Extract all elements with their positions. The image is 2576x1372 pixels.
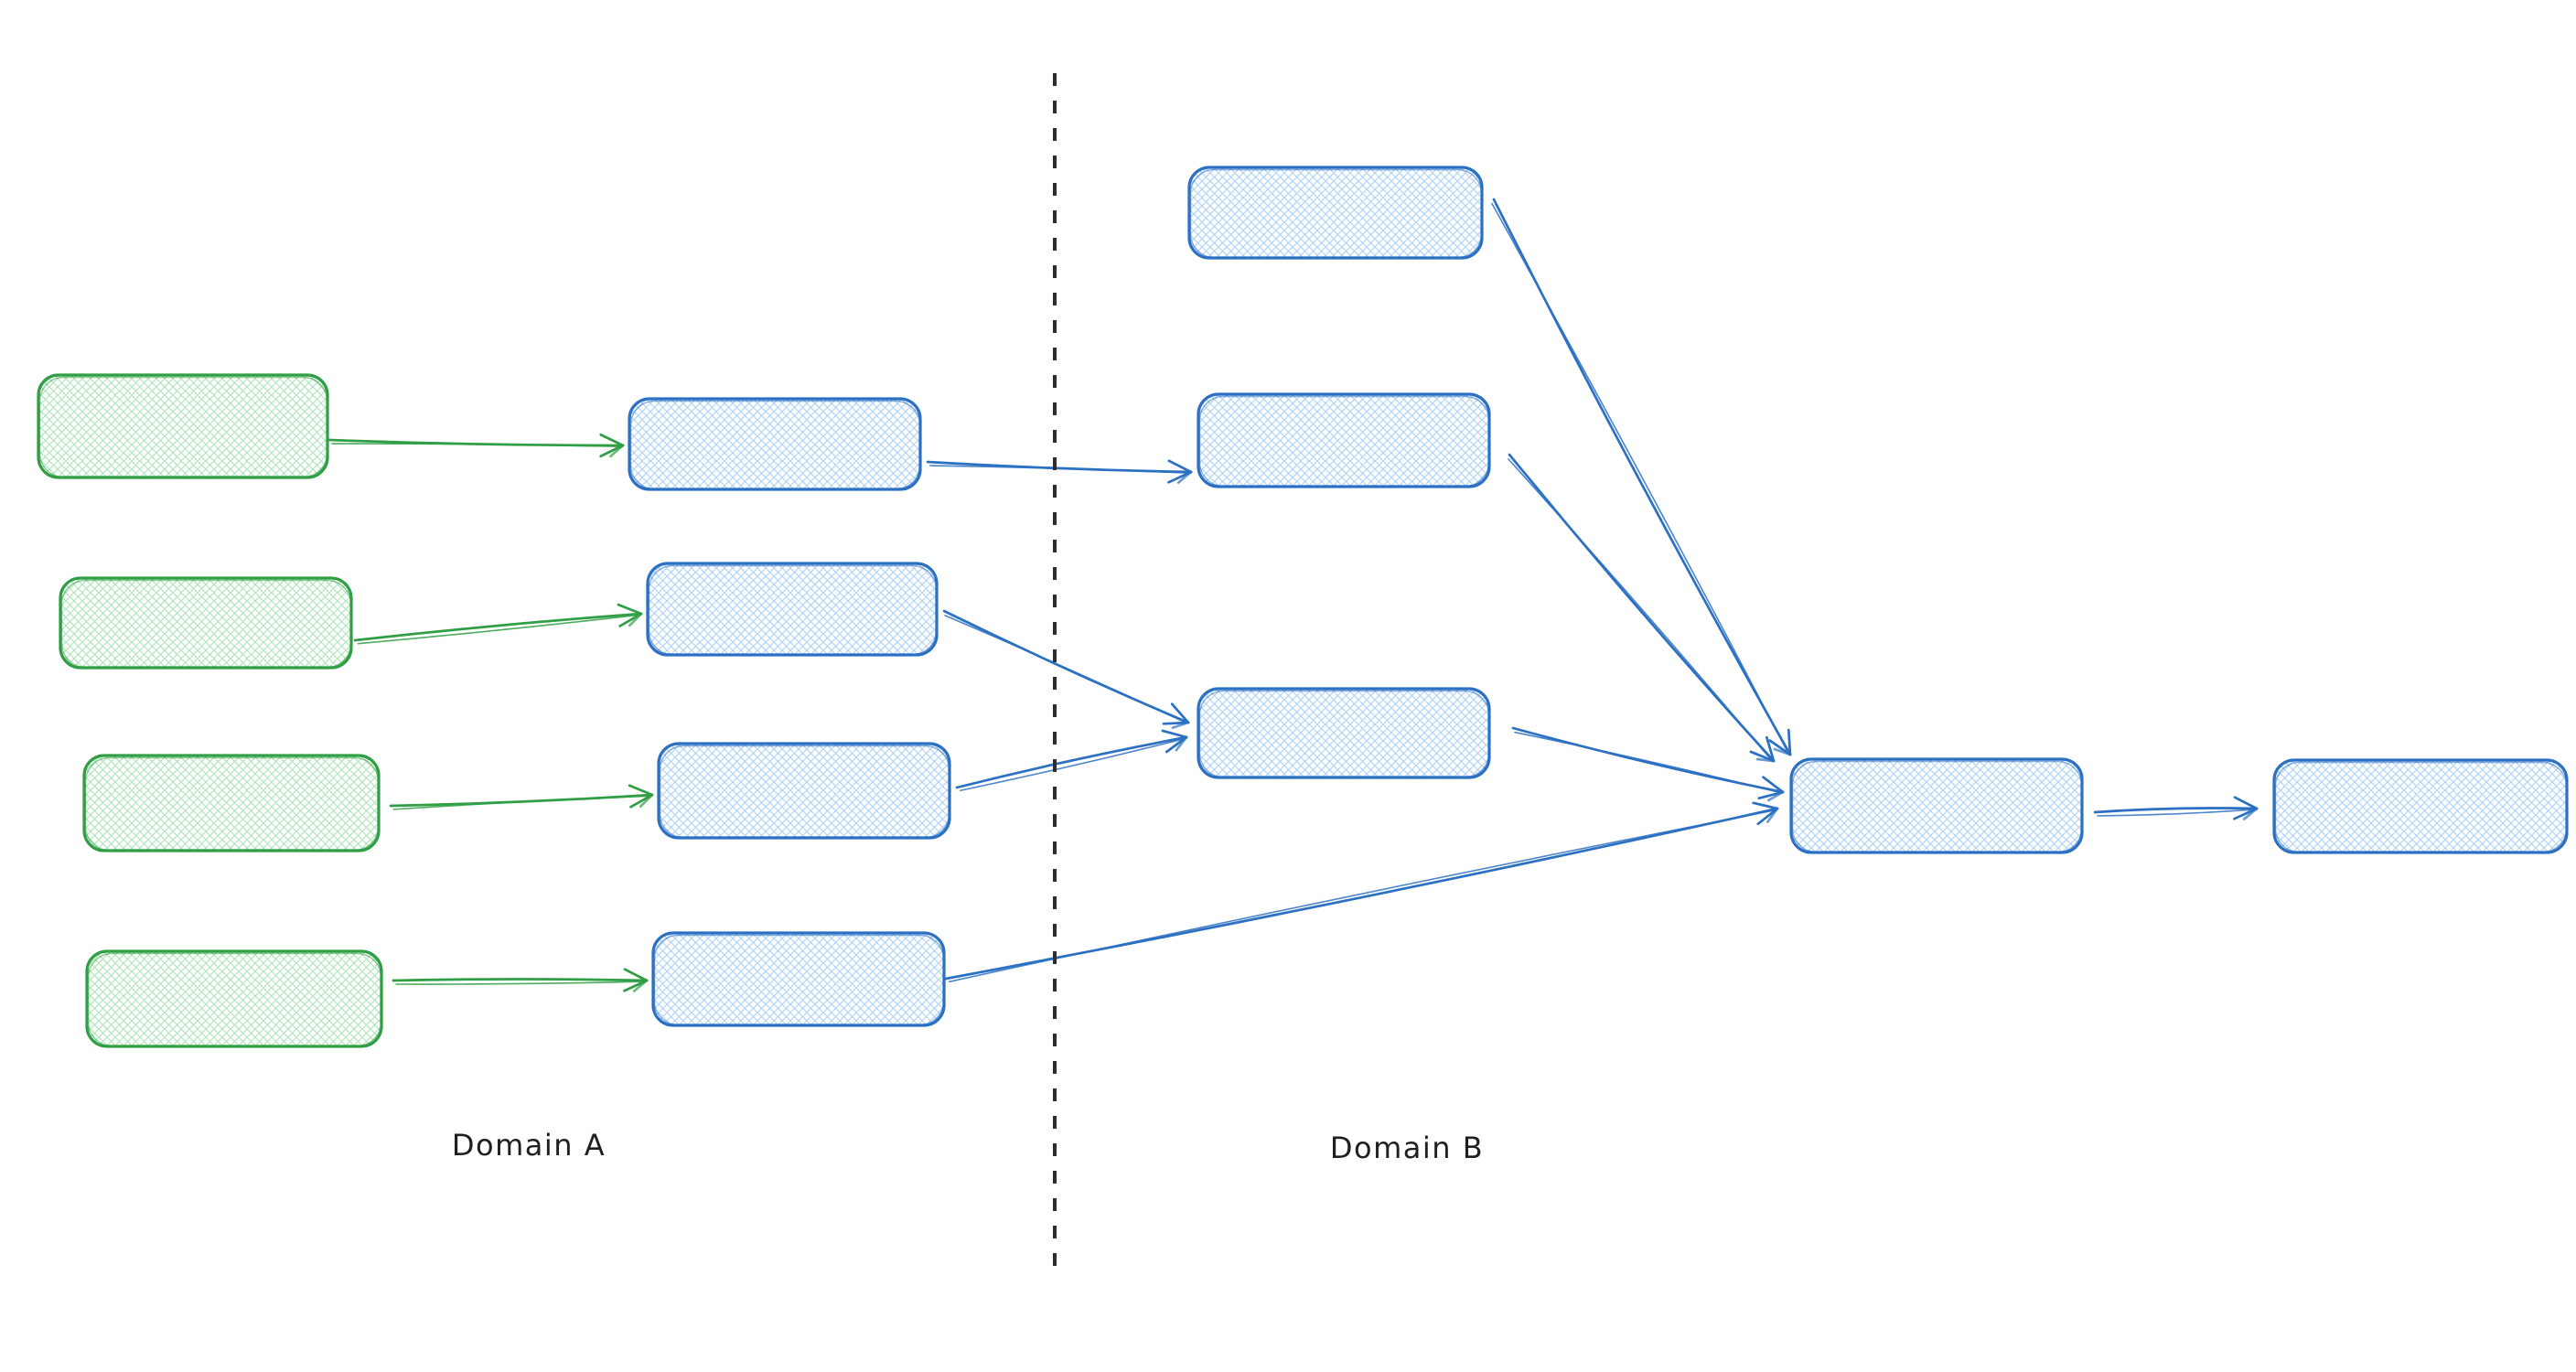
edge-domain-a-bridge-4-to-domain-b-aggregator [944,801,1779,983]
edge-domain-b-input-1-to-domain-b-aggregator [1491,198,1792,756]
edge-domain-a-bridge-3-to-domain-b-input-3 [955,729,1188,792]
edge-domain-a-source-3-to-domain-a-bridge-3 [389,784,654,810]
node-domain-a-bridge-3 [657,742,951,840]
node-domain-b-aggregator [1789,757,2084,854]
edge-domain-a-source-2-to-domain-a-bridge-2 [353,603,643,645]
node-domain-a-bridge-4 [651,931,946,1027]
node-domain-a-bridge-1 [628,397,922,491]
edge-domain-a-bridge-1-to-domain-b-input-2 [926,459,1193,484]
node-domain-b-output [2272,758,2569,854]
node-domain-b-input-2 [1197,392,1491,488]
node-domain-a-source-2 [59,576,353,670]
edge-domain-b-aggregator-to-domain-b-output [2093,796,2259,820]
edge-domain-b-input-3-to-domain-b-aggregator [1511,726,1785,802]
edge-domain-b-input-2-to-domain-b-aggregator [1508,453,1776,763]
edge-domain-a-bridge-2-to-domain-b-input-3 [942,609,1190,729]
node-domain-b-input-1 [1187,166,1484,260]
node-domain-a-bridge-2 [646,562,939,657]
edge-domain-a-source-4-to-domain-a-bridge-4 [392,968,649,992]
edges-layer [327,198,2259,992]
node-domain-a-source-3 [82,754,381,852]
node-domain-a-source-4 [85,949,383,1048]
domain-a-label: Domain A [452,1128,606,1163]
domain-b-label: Domain B [1330,1131,1484,1165]
nodes-layer [37,166,2569,1048]
node-domain-b-input-3 [1197,687,1491,779]
node-domain-a-source-1 [37,373,329,479]
edge-domain-a-source-1-to-domain-a-bridge-1 [327,433,625,458]
